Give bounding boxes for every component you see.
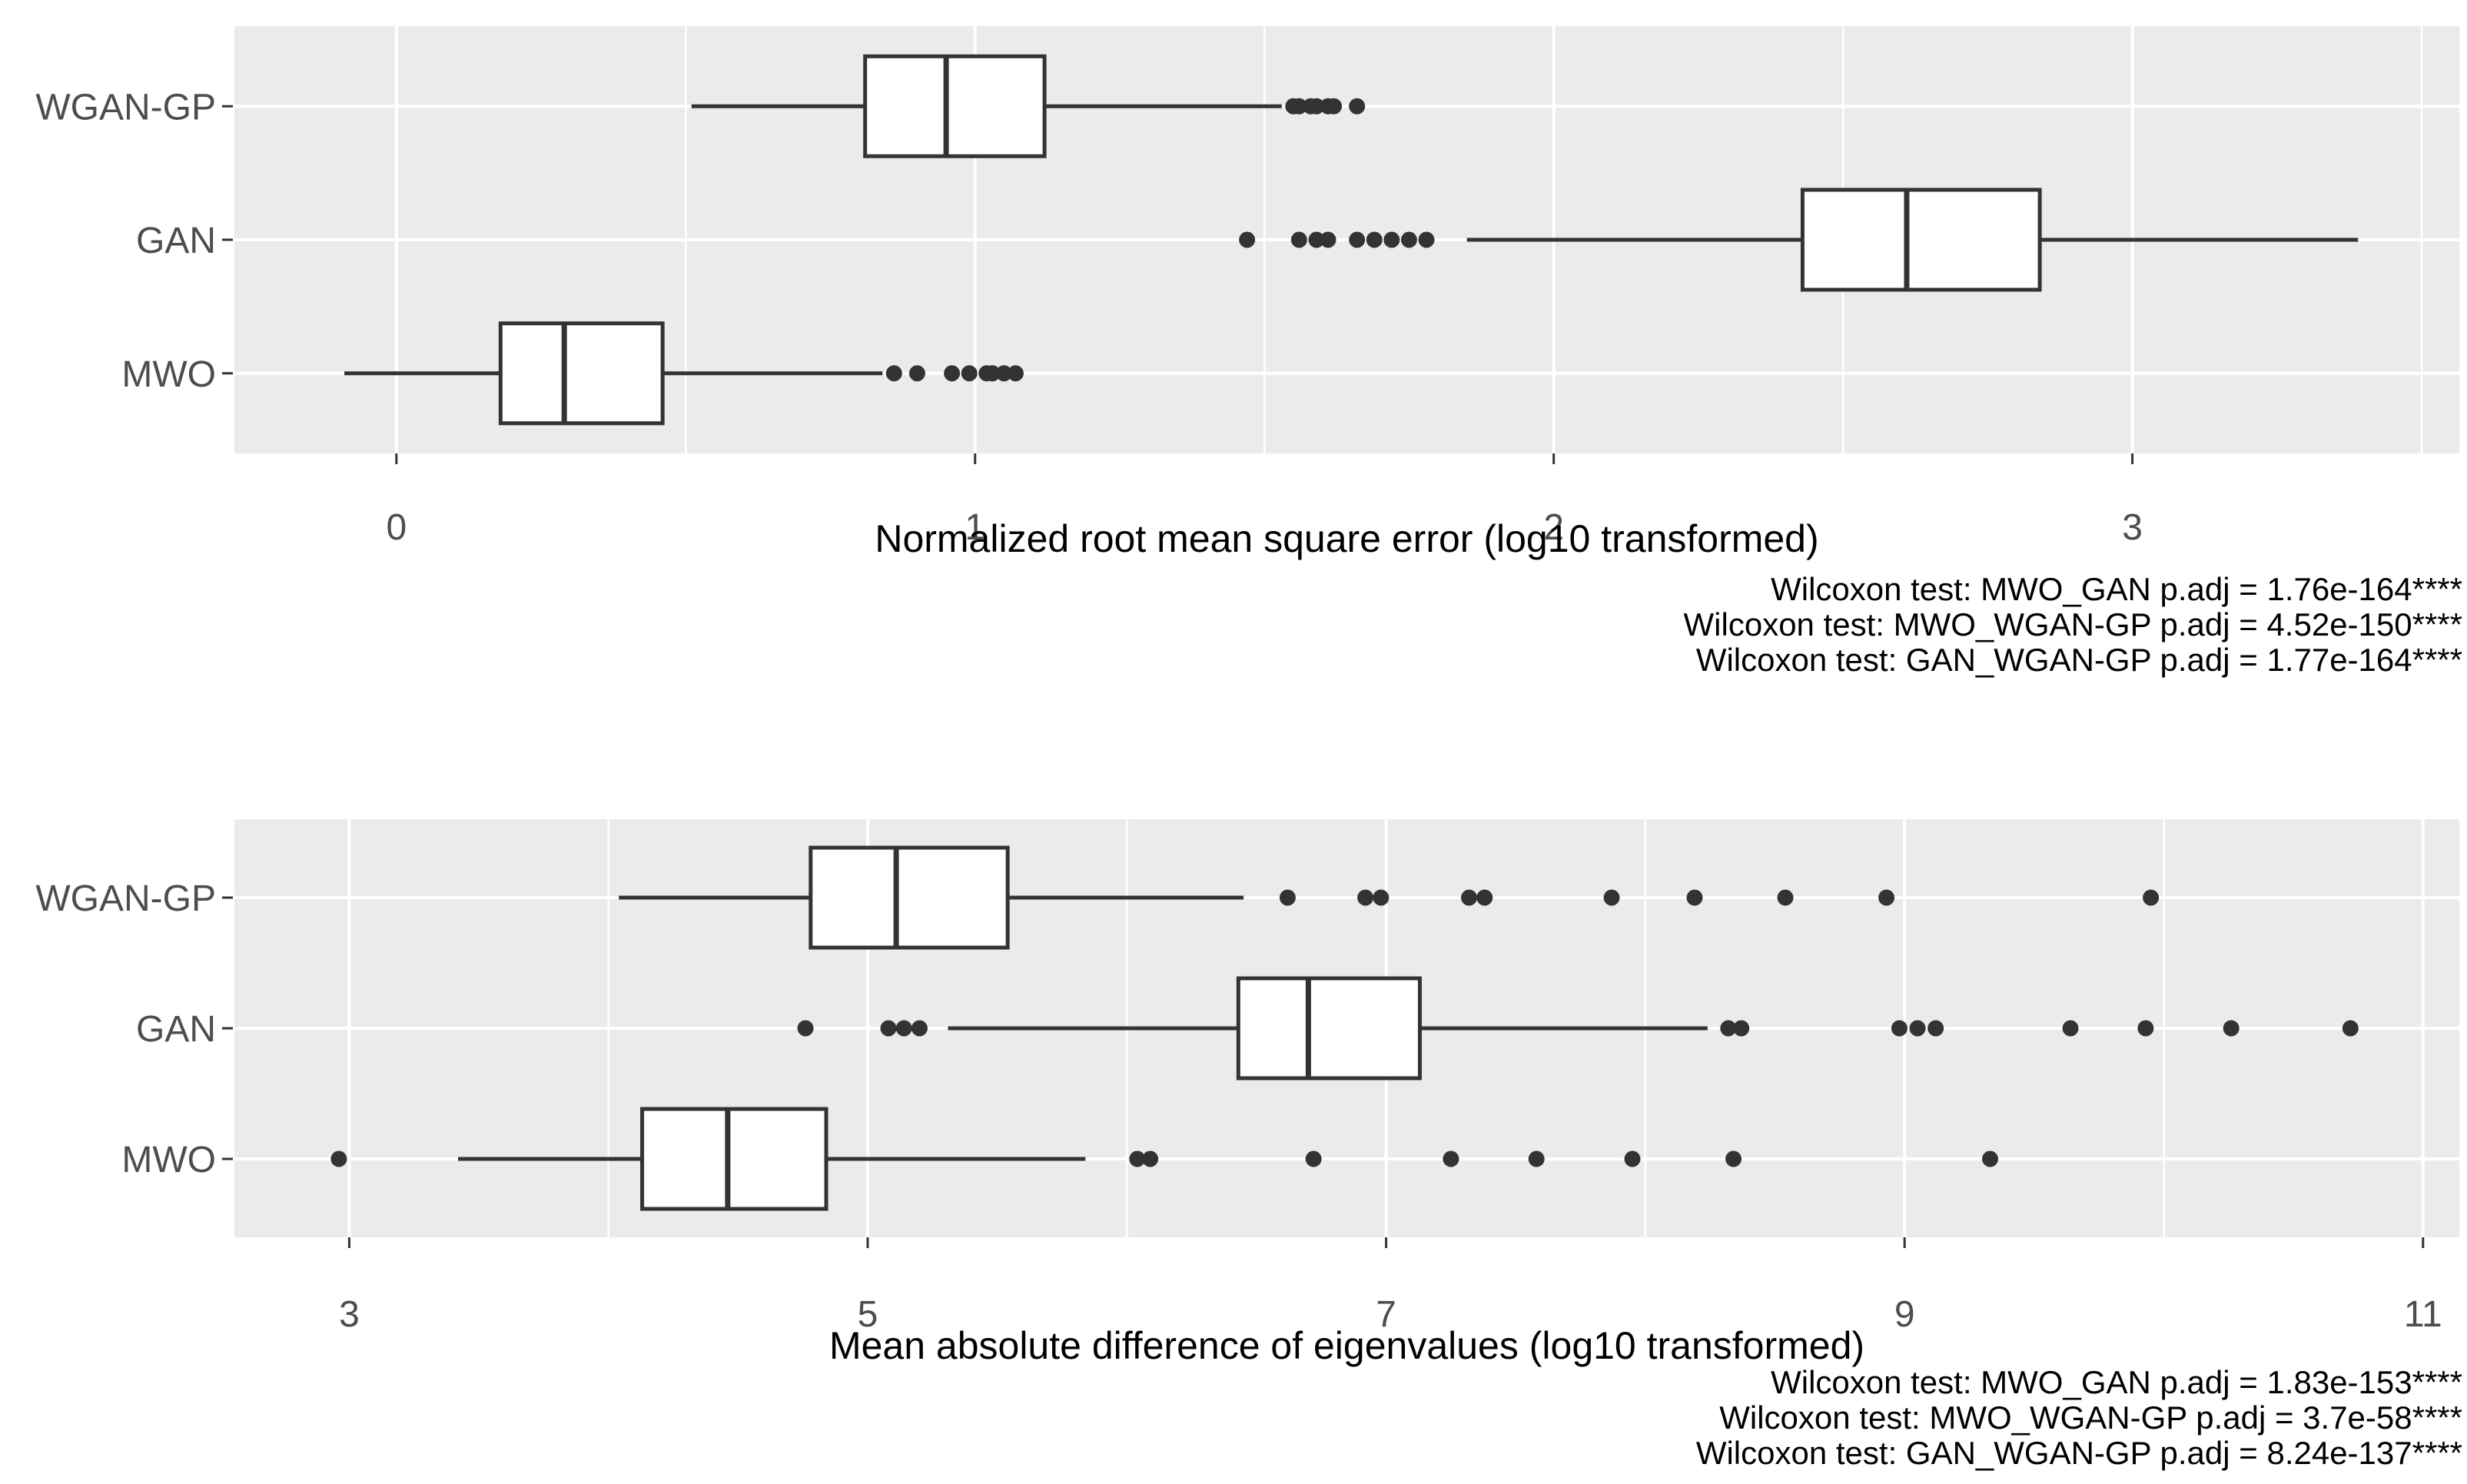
outlier-point <box>1686 889 1703 906</box>
outlier-point <box>1308 231 1325 248</box>
box-GAN <box>1800 188 2042 292</box>
y-category-label: GAN <box>136 221 216 261</box>
annotation-line: Wilcoxon test: MWO_WGAN-GP p.adj = 3.7e-… <box>1719 1399 2462 1436</box>
outlier-point <box>1461 889 1478 906</box>
outlier-point <box>1373 889 1390 906</box>
outlier-point <box>1418 231 1435 248</box>
outlier-point <box>895 1020 912 1037</box>
outlier-point <box>1725 1150 1742 1167</box>
outlier-point <box>961 365 978 382</box>
y-category-label: MWO <box>121 354 216 395</box>
wilcoxon-annotations-nrmse: Wilcoxon test: MWO_GAN p.adj = 1.76e-164… <box>1684 572 2462 678</box>
box-GAN <box>1236 976 1422 1081</box>
outlier-point <box>1383 231 1400 248</box>
outlier-point <box>908 365 925 382</box>
outlier-point <box>984 365 1001 382</box>
y-category-label: WGAN-GP <box>35 878 216 919</box>
outlier-point <box>1007 365 1024 382</box>
y-category-label: WGAN-GP <box>35 87 216 128</box>
outlier-point <box>2342 1020 2359 1037</box>
outlier-point <box>1308 98 1325 115</box>
x-tick-label: 9 <box>1894 1294 1915 1335</box>
x-tick-label: 3 <box>339 1294 360 1335</box>
outlier-point <box>2143 889 2160 906</box>
x-tick-label: 5 <box>858 1294 878 1335</box>
outlier-point <box>995 365 1012 382</box>
x-axis-title-nrmse: Normalized root mean square error (log10… <box>875 517 1819 560</box>
y-category-label: GAN <box>136 1009 216 1050</box>
outlier-point <box>330 1150 347 1167</box>
annotation-line: Wilcoxon test: MWO_WGAN-GP p.adj = 4.52e… <box>1683 606 2462 642</box>
outlier-point <box>1891 1020 1908 1037</box>
outlier-point <box>1603 889 1620 906</box>
box-WGAN-GP <box>863 54 1047 158</box>
annotation-line: Wilcoxon test: GAN_WGAN-GP p.adj = 1.77e… <box>1695 642 2462 678</box>
x-axis-title-eigenvalues: Mean absolute difference of eigenvalues … <box>828 1324 1865 1367</box>
y-category-label: MWO <box>121 1140 216 1180</box>
wilcoxon-annotations-eigenvalues: Wilcoxon test: MWO_GAN p.adj = 1.83e-153… <box>1696 1365 2462 1471</box>
x-tick-label: 3 <box>2122 507 2143 548</box>
outlier-point <box>1927 1020 1944 1037</box>
outlier-point <box>880 1020 897 1037</box>
x-tick-label: 2 <box>1543 507 1564 548</box>
outlier-point <box>1624 1150 1641 1167</box>
outlier-point <box>2137 1020 2154 1037</box>
x-tick-label: 11 <box>2404 1294 2442 1335</box>
outlier-point <box>1279 889 1296 906</box>
outlier-point <box>1142 1150 1159 1167</box>
outlier-point <box>1129 1150 1146 1167</box>
outlier-point <box>1878 889 1895 906</box>
outlier-point <box>1777 889 1794 906</box>
outlier-point <box>1476 889 1493 906</box>
outlier-point <box>1400 231 1417 248</box>
x-tick-label: 0 <box>386 507 407 548</box>
box-MWO <box>640 1107 828 1211</box>
outlier-point <box>2223 1020 2240 1037</box>
outlier-point <box>1443 1150 1459 1167</box>
outlier-point <box>2062 1020 2079 1037</box>
box-MWO <box>498 321 665 426</box>
annotation-line: Wilcoxon test: MWO_GAN p.adj = 1.76e-164… <box>1771 571 2462 607</box>
outlier-point <box>1305 1150 1322 1167</box>
outlier-point <box>1981 1150 1998 1167</box>
annotation-line: Wilcoxon test: MWO_GAN p.adj = 1.83e-153… <box>1771 1364 2462 1400</box>
outlier-point <box>1366 231 1383 248</box>
outlier-point <box>885 365 902 382</box>
outlier-point <box>1239 231 1256 248</box>
x-tick-label: 1 <box>965 507 985 548</box>
outlier-point <box>1349 98 1366 115</box>
outlier-point <box>1290 231 1307 248</box>
outlier-point <box>1357 889 1374 906</box>
box-WGAN-GP <box>808 845 1010 950</box>
outlier-point <box>1320 231 1336 248</box>
outlier-point <box>797 1020 814 1037</box>
outlier-point <box>1326 98 1343 115</box>
outlier-point <box>1733 1020 1750 1037</box>
outlier-point <box>1909 1020 1926 1037</box>
annotation-line: Wilcoxon test: GAN_WGAN-GP p.adj = 8.24e… <box>1695 1435 2462 1471</box>
x-tick-label: 7 <box>1376 1294 1396 1335</box>
outlier-point <box>1528 1150 1545 1167</box>
outlier-point <box>911 1020 928 1037</box>
outlier-point <box>944 365 961 382</box>
outlier-point <box>1349 231 1366 248</box>
outlier-point <box>1720 1020 1737 1037</box>
outlier-point <box>1290 98 1307 115</box>
